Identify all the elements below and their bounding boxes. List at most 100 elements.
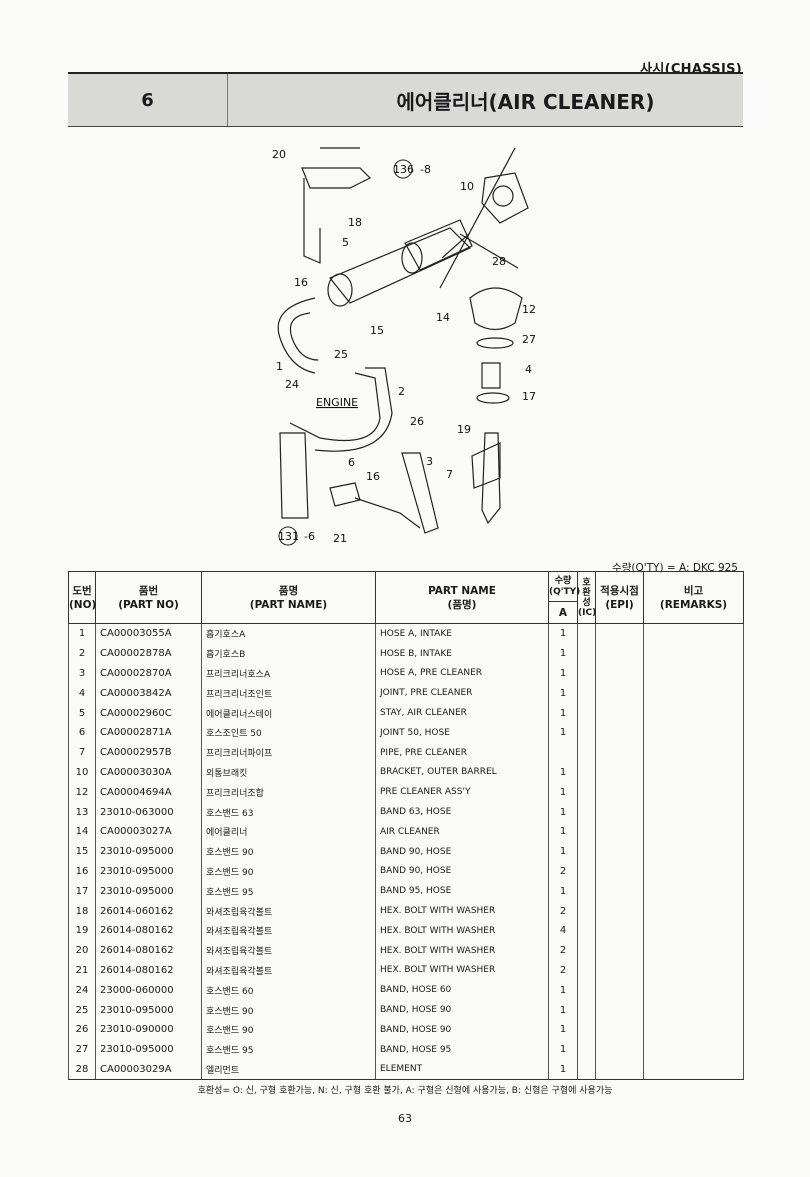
row-part-no: 26014-080162: [95, 920, 202, 941]
section-title: 에어클리너(AIR CLEANER): [396, 89, 655, 114]
row-remarks: [643, 881, 744, 902]
header-qty-model: A: [548, 601, 578, 624]
row-no: 10: [68, 762, 96, 783]
row-name-kr: 호스밴드 60: [201, 980, 376, 1001]
row-no: 1: [68, 623, 96, 644]
row-name-kr: 호스밴드 90: [201, 841, 376, 862]
svg-text:19: 19: [457, 423, 471, 436]
row-name-en: BAND, HOSE 90: [375, 1000, 549, 1020]
svg-text:16: 16: [366, 470, 380, 483]
row-name-kr: 프리크리너파이프: [201, 742, 376, 763]
row-qty: 1: [548, 1019, 578, 1040]
row-ic: [577, 980, 596, 1001]
row-name-kr: 와셔조립육각볼트: [201, 960, 376, 981]
row-name-en: AIR CLEANER: [375, 821, 549, 842]
section-header: 6 에어클리너(AIR CLEANER): [68, 72, 743, 127]
row-no: 16: [68, 861, 96, 882]
row-name-en: BAND 95, HOSE: [375, 881, 549, 902]
svg-text:-6: -6: [304, 530, 315, 543]
row-name-kr: 호스밴드 90: [201, 1000, 376, 1020]
parts-diagram: 20 136-8 10 18 5 28 16 12 15 14 27 25 1 …: [272, 147, 536, 546]
row-epi: [595, 1059, 644, 1081]
row-name-en: BAND, HOSE 90: [375, 1019, 549, 1040]
row-part-no: 23010-095000: [95, 861, 202, 882]
row-name-kr: 호스조인트 50: [201, 722, 376, 743]
svg-text:20: 20: [272, 148, 286, 161]
svg-text:28: 28: [492, 255, 506, 268]
row-part-no: CA00003842A: [95, 683, 202, 704]
header-remarks: 비고 (REMARKS): [643, 571, 744, 624]
row-remarks: [643, 980, 744, 1001]
section-number: 6: [68, 74, 228, 126]
row-name-kr: 호스밴드 90: [201, 861, 376, 882]
row-ic: [577, 901, 596, 921]
row-qty: 1: [548, 821, 578, 842]
row-ic: [577, 683, 596, 704]
row-name-en: BAND 63, HOSE: [375, 802, 549, 822]
row-no: 5: [68, 703, 96, 723]
row-part-no: CA00002871A: [95, 722, 202, 743]
svg-text:10: 10: [460, 180, 474, 193]
row-part-no: 23010-090000: [95, 1019, 202, 1040]
row-name-kr: 와셔조립육각볼트: [201, 920, 376, 941]
row-remarks: [643, 1000, 744, 1020]
row-qty: [548, 742, 578, 763]
svg-text:15: 15: [370, 324, 384, 337]
header-name-en: PART NAME (품명): [375, 571, 549, 624]
row-qty: 2: [548, 861, 578, 882]
row-qty: 1: [548, 980, 578, 1001]
row-qty: 2: [548, 940, 578, 961]
row-name-kr: 호스밴드 90: [201, 1019, 376, 1040]
svg-text:14: 14: [436, 311, 450, 324]
row-epi: [595, 1019, 644, 1040]
row-epi: [595, 643, 644, 664]
row-qty: 1: [548, 623, 578, 644]
row-name-en: HOSE A, INTAKE: [375, 623, 549, 644]
row-remarks: [643, 861, 744, 882]
row-name-en: BAND 90, HOSE: [375, 841, 549, 862]
row-name-en: ELEMENT: [375, 1059, 549, 1081]
row-ic: [577, 643, 596, 664]
row-epi: [595, 703, 644, 723]
row-epi: [595, 980, 644, 1001]
svg-text:16: 16: [294, 276, 308, 289]
row-name-kr: 흡기호스B: [201, 643, 376, 664]
row-remarks: [643, 683, 744, 704]
header-name-kr: 품명 (PART NAME): [201, 571, 376, 624]
row-ic: [577, 861, 596, 882]
svg-text:131: 131: [278, 530, 299, 543]
row-qty: 2: [548, 960, 578, 981]
row-epi: [595, 742, 644, 763]
row-epi: [595, 920, 644, 941]
row-name-kr: 외통브래킷: [201, 762, 376, 783]
row-remarks: [643, 782, 744, 803]
row-part-no: 23010-095000: [95, 881, 202, 902]
svg-text:4: 4: [525, 363, 532, 376]
svg-text:3: 3: [426, 455, 433, 468]
row-epi: [595, 663, 644, 684]
svg-text:136: 136: [393, 163, 414, 176]
row-remarks: [643, 920, 744, 941]
row-remarks: [643, 841, 744, 862]
row-name-kr: 프리크리너조합: [201, 782, 376, 803]
row-ic: [577, 881, 596, 902]
row-part-no: 26014-080162: [95, 960, 202, 981]
row-remarks: [643, 623, 744, 644]
row-epi: [595, 623, 644, 644]
row-no: 14: [68, 821, 96, 842]
svg-text:7: 7: [446, 468, 453, 481]
row-remarks: [643, 722, 744, 743]
row-ic: [577, 960, 596, 981]
row-name-en: PRE CLEANER ASS'Y: [375, 782, 549, 803]
row-part-no: CA00002878A: [95, 643, 202, 664]
header-part-no: 품번 (PART NO): [95, 571, 202, 624]
